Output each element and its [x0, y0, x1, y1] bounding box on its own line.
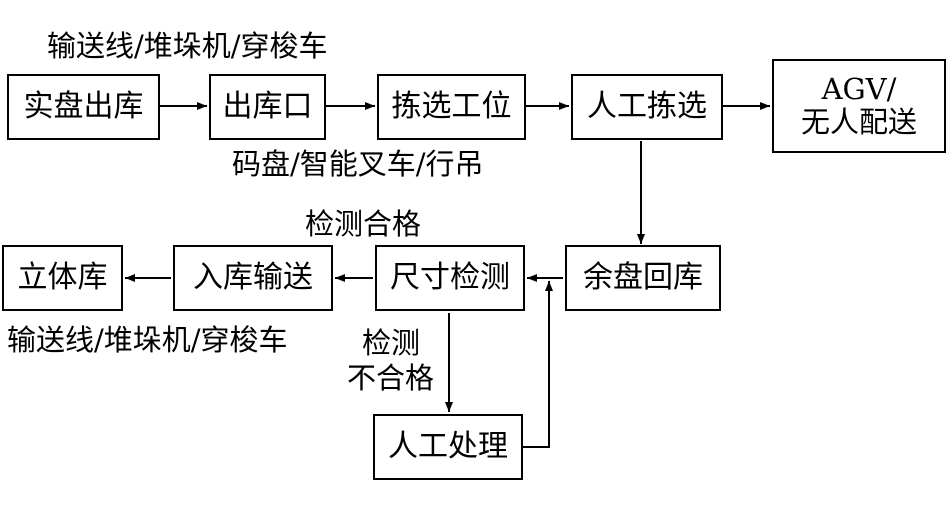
full-pallet-outbound-label: 实盘出库	[23, 89, 144, 124]
size-check-box: 尺寸检测	[375, 245, 525, 311]
inbound-conveying-label: 入库输送	[193, 260, 313, 295]
stereo-warehouse-box: 立体库	[2, 245, 123, 311]
bottom-equipment-annotation: 输送线/堆垛机/穿梭车	[7, 323, 288, 357]
manual-picking-label: 人工拣选	[587, 89, 707, 124]
top-equipment-annotation: 输送线/堆垛机/穿梭车	[47, 29, 328, 63]
agv-delivery-box: AGV/ 无人配送	[772, 59, 946, 153]
pallet-return-box: 余盘回库	[565, 245, 721, 311]
manual-handling-box: 人工处理	[373, 414, 523, 480]
arrow-manual-handling-to-size-check	[523, 281, 553, 448]
outbound-port-label: 出库口	[222, 89, 313, 124]
check-fail-annotation-line2: 不合格	[347, 361, 435, 395]
agv-delivery-label-line2: 无人配送	[800, 105, 917, 139]
lift-equipment-annotation: 码盘/智能叉车/行吊	[232, 147, 484, 181]
picking-station-label: 拣选工位	[391, 89, 512, 124]
stereo-warehouse-label: 立体库	[17, 260, 108, 295]
manual-picking-box: 人工拣选	[571, 74, 723, 140]
manual-handling-label: 人工处理	[388, 429, 508, 464]
check-pass-annotation: 检测合格	[305, 207, 422, 241]
picking-station-box: 拣选工位	[377, 74, 526, 140]
full-pallet-outbound-box: 实盘出库	[7, 74, 160, 140]
pallet-return-label: 余盘回库	[583, 260, 703, 295]
outbound-port-box: 出库口	[209, 74, 326, 140]
check-fail-annotation-line1: 检测	[362, 326, 421, 360]
agv-delivery-label-line1: AGV/	[821, 71, 897, 106]
size-check-label: 尺寸检测	[390, 260, 510, 295]
inbound-conveying-box: 入库输送	[173, 245, 333, 311]
